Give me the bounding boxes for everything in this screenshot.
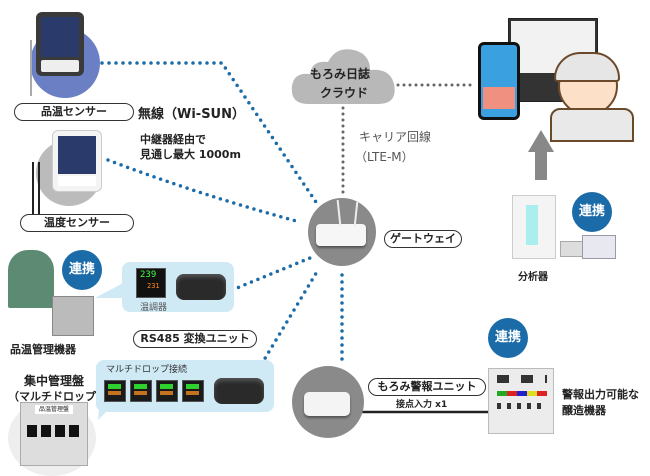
carrier-line-2: （LTE-M） [355,150,414,164]
brewing-equipment-line-2: 醸造機器 [562,404,606,417]
alarm-link-badge: 連携 [488,318,528,358]
temp-sensor-probe-2 [38,162,40,214]
central-panel-title-2: （マルチドロップ） [8,390,107,403]
temp-mgmt-link-badge: 連携 [62,250,102,290]
cloud-line-1: もろみ日誌 [310,67,371,81]
wireless-note-1: 中継器経由で [140,133,206,146]
central-panel-nameplate: 品温管理盤 [35,405,73,414]
cloud-line-2: クラウド [320,86,369,100]
link-controller [230,256,312,292]
multidrop-label: マルチドロップ接続 [106,365,188,375]
control-box [52,296,94,336]
product-sensor-device [36,12,84,76]
alarm-unit-device [304,392,350,416]
alarm-contact-label: 接点入力 x1 [396,400,448,410]
multidrop-converter-box [214,378,264,404]
controller-display-bottom: 231 [147,282,160,290]
temp-sensor-probe-1 [32,162,34,214]
analyzer-link-badge: 連携 [572,192,612,232]
analyzer-device [512,195,622,265]
brewing-equipment-line-1: 警報出力可能な [562,388,639,401]
gateway-device [316,224,366,246]
smartphone [478,42,520,120]
central-panel-title-1: 集中管理盤 [24,374,85,388]
worker-cap [554,52,620,82]
link-temp-sensor [106,158,302,224]
worker-body [550,108,634,142]
tank [8,250,54,308]
link-product-sensor [100,61,320,207]
up-arrow [528,130,554,180]
central-panel-device: 品温管理盤 [20,402,88,466]
controller-display-top: 239 [140,270,157,280]
wireless-note-2: 見通し最大 1000m [140,148,241,161]
brewing-equipment-panel [488,368,554,434]
link-multidrop [256,268,320,372]
multidrop-controller-4 [182,380,204,402]
product-sensor-label: 品温センサー [14,103,134,121]
rs485-label: RS485 変換ユニット [133,330,257,348]
user-illustration [478,14,646,142]
temperature-controller: 239 231 [136,268,166,298]
analyzer-label: 分析器 [518,272,548,283]
gateway-label: ゲートウェイ [384,230,462,248]
carrier-line-1: キャリア回線 [359,130,432,144]
controller-label: 温調器 [140,303,168,313]
rs485-converter-box [176,274,226,300]
temp-sensor-label: 温度センサー [20,214,134,232]
cloud: もろみ日誌 クラウド [290,40,400,106]
temp-sensor-device [52,130,102,192]
multidrop-controller-2 [130,380,152,402]
wireless-label: 無線（Wi-SUN） [138,107,245,122]
multidrop-controller-1 [104,380,126,402]
product-sensor-probe [30,40,32,96]
temp-mgmt-label: 品温管理機器 [10,343,76,356]
alarm-unit-label: もろみ警報ユニット [368,378,486,396]
multidrop-controller-3 [156,380,178,402]
callout-tail-controller [95,282,125,298]
